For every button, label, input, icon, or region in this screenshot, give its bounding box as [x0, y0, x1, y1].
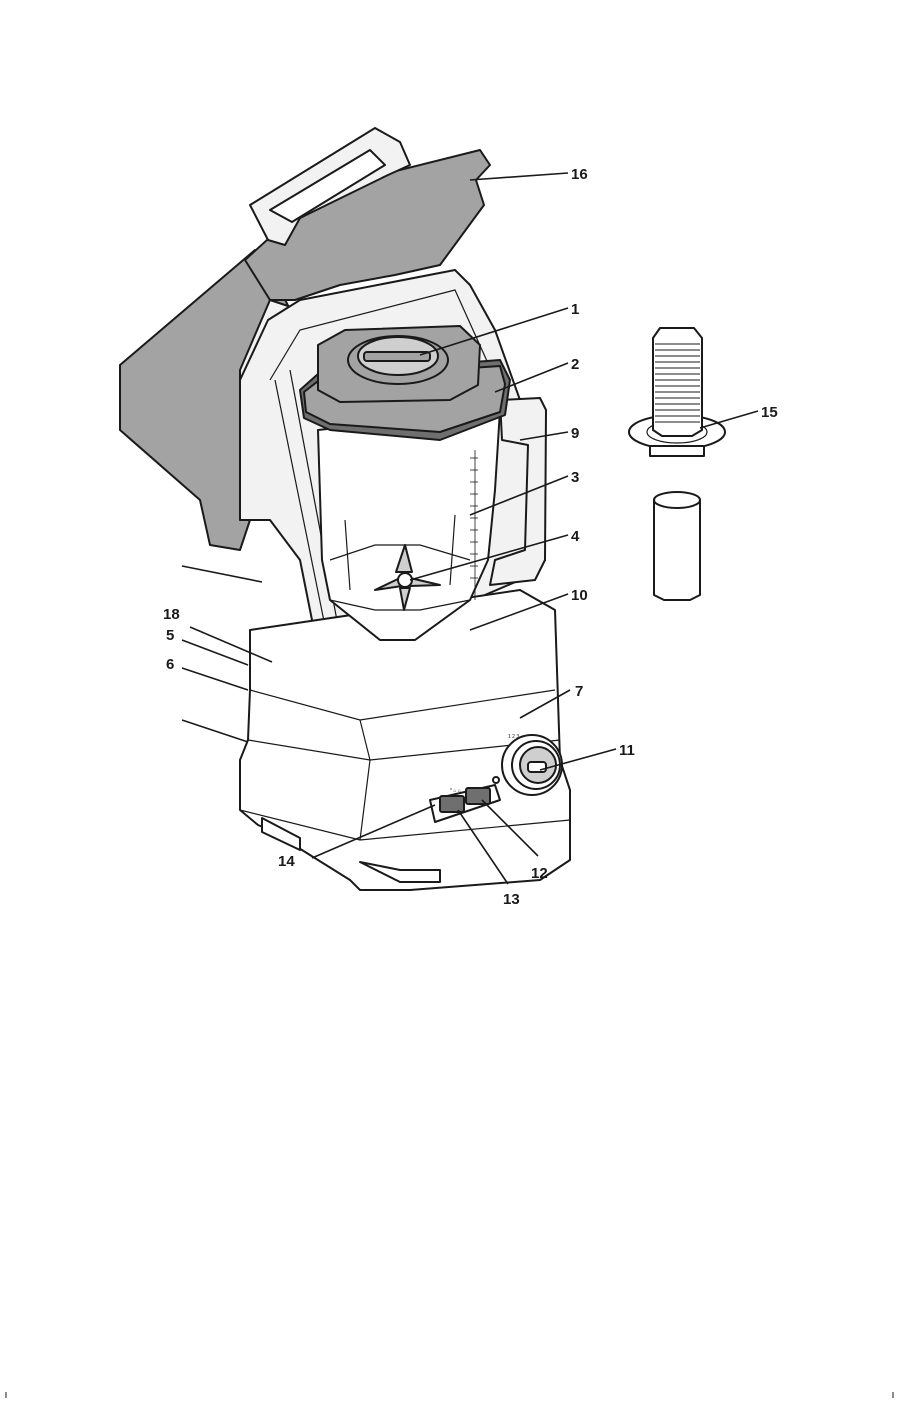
lid-plug [348, 336, 448, 384]
start-stop-button [466, 788, 490, 804]
callout-1: 1 [571, 301, 579, 318]
leader-6 [182, 668, 248, 690]
svg-text:1 2 3: 1 2 3 [508, 734, 519, 740]
svg-text:* ⌂ ⌂: * ⌂ ⌂ [450, 788, 461, 794]
callout-5: 5 [166, 627, 174, 644]
leader-unlabeled-upper [182, 566, 262, 582]
leader-unlabeled-lower [182, 720, 248, 742]
callout-10: 10 [571, 587, 588, 604]
callout-2: 2 [571, 356, 579, 373]
callout-11: 11 [619, 742, 635, 759]
leader-5 [182, 640, 248, 665]
callout-13: 13 [503, 891, 520, 908]
pulse-button [440, 796, 464, 812]
callout-12: 12 [531, 865, 548, 882]
callout-4: 4 [571, 528, 580, 545]
blade-drive-tool [629, 328, 725, 600]
callout-7: 7 [575, 683, 583, 700]
callout-15: 15 [761, 404, 778, 421]
callout-16: 16 [571, 166, 588, 183]
callout-3: 3 [571, 469, 579, 486]
callout-9: 9 [571, 425, 579, 442]
callout-6: 6 [166, 656, 174, 673]
callout-14: 14 [278, 853, 295, 870]
speed-dial: 1 2 3 [502, 734, 562, 795]
callout-18: 18 [163, 606, 180, 623]
leader-16 [470, 173, 568, 180]
